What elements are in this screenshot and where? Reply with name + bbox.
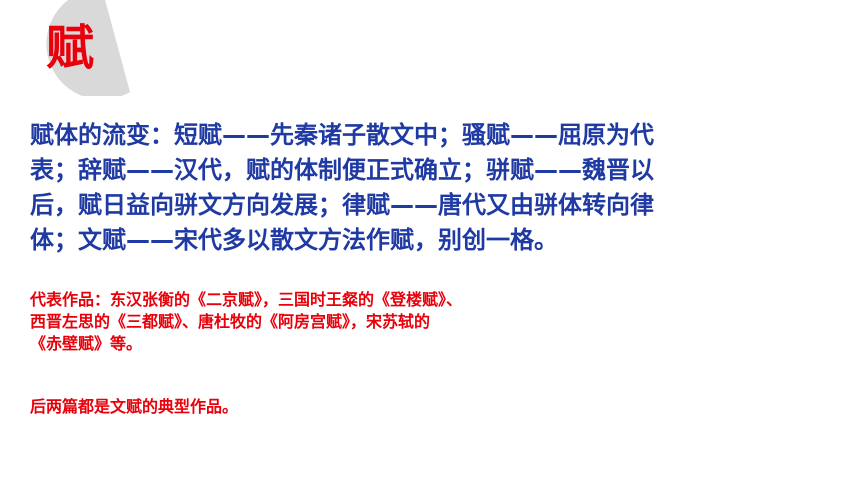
works-line: 西晋左思的《三都赋》、唐杜牧的《阿房宫赋》，宋苏轼的	[30, 312, 431, 331]
works-paragraph: 代表作品：东汉张衡的《二京赋》，三国时王粲的《登楼赋》、 西晋左思的《三都赋》、…	[30, 289, 730, 355]
note-text: 后两篇都是文赋的典型作品。	[30, 397, 239, 416]
badge-shape	[46, 0, 130, 96]
main-line: 表；辞赋——汉代，赋的体制便正式确立；骈赋——魏晋以	[30, 156, 654, 184]
main-line: 后，赋日益向骈文方向发展；律赋——唐代又由骈体转向律	[30, 191, 654, 219]
title-badge: 赋	[14, 0, 130, 96]
main-line: 赋体的流变：短赋——先秦诸子散文中；骚赋——屈原为代	[30, 121, 654, 149]
works-line: 代表作品：东汉张衡的《二京赋》，三国时王粲的《登楼赋》、	[30, 290, 463, 309]
main-paragraph: 赋体的流变：短赋——先秦诸子散文中；骚赋——屈原为代 表；辞赋——汉代，赋的体制…	[30, 118, 800, 258]
slide-title: 赋	[46, 20, 95, 76]
works-line: 《赤壁赋》等。	[30, 334, 143, 353]
main-line: 体；文赋——宋代多以散文方法作赋，别创一格。	[30, 226, 558, 254]
